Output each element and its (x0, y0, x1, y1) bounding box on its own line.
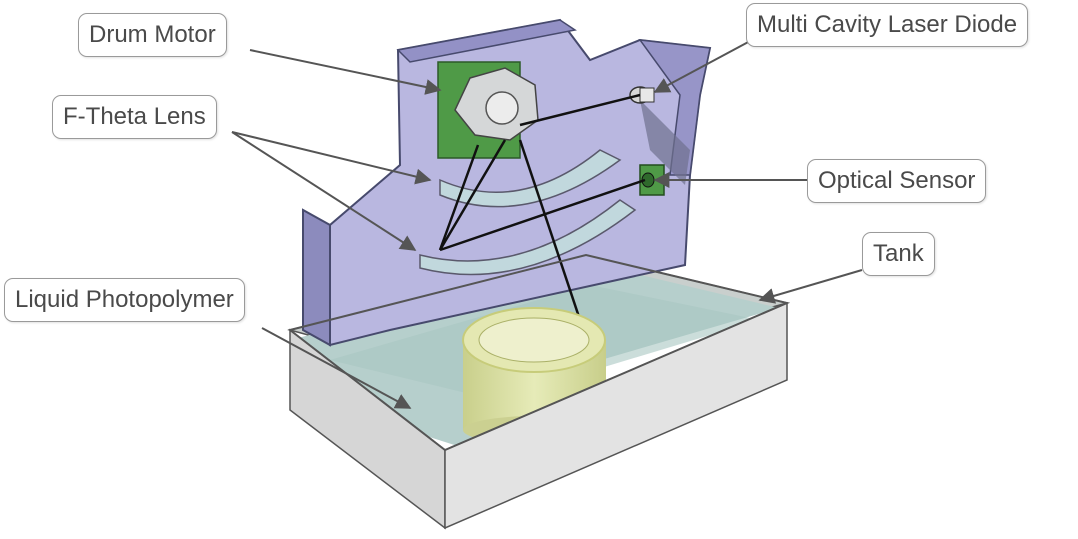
leader-laser-diode (653, 39, 753, 93)
label-liquid-photopolymer: Liquid Photopolymer (4, 278, 245, 322)
label-laser-diode: Multi Cavity Laser Diode (746, 3, 1029, 47)
laser-beams (438, 93, 646, 351)
label-tank: Tank (862, 232, 935, 276)
label-drum-motor: Drum Motor (78, 13, 227, 57)
leader-f-theta-upper (231, 131, 432, 185)
housing-right-wall (638, 39, 711, 176)
f-theta-lenses (419, 149, 637, 276)
leader-f-theta-lower (231, 131, 417, 251)
label-optical-sensor: Optical Sensor (807, 159, 987, 203)
leader-drum-motor (249, 49, 442, 95)
leader-lines (231, 39, 863, 409)
printed-part-hole (478, 317, 590, 363)
beam-left-fan (438, 144, 480, 251)
label-f-theta-lens: F-Theta Lens (52, 95, 217, 139)
leader-liquid-photopolymer (261, 327, 412, 409)
beam-lens-to-sensor (439, 178, 646, 252)
beam-mirror-to-lens-left (438, 139, 507, 251)
tank-front (287, 253, 791, 530)
laser-diode-cap (639, 87, 655, 103)
laser-diode (629, 86, 655, 104)
f-theta-lens-upper (439, 149, 622, 208)
tank-rim (287, 253, 791, 452)
drum-motor (437, 61, 539, 159)
f-theta-lens-lower (419, 199, 637, 276)
motor-hub (485, 91, 519, 125)
beam-diode-to-mirror (519, 93, 641, 127)
housing-inner-shadow (640, 100, 690, 185)
housing-top-ledge (396, 19, 577, 63)
leader-tank (758, 269, 863, 304)
